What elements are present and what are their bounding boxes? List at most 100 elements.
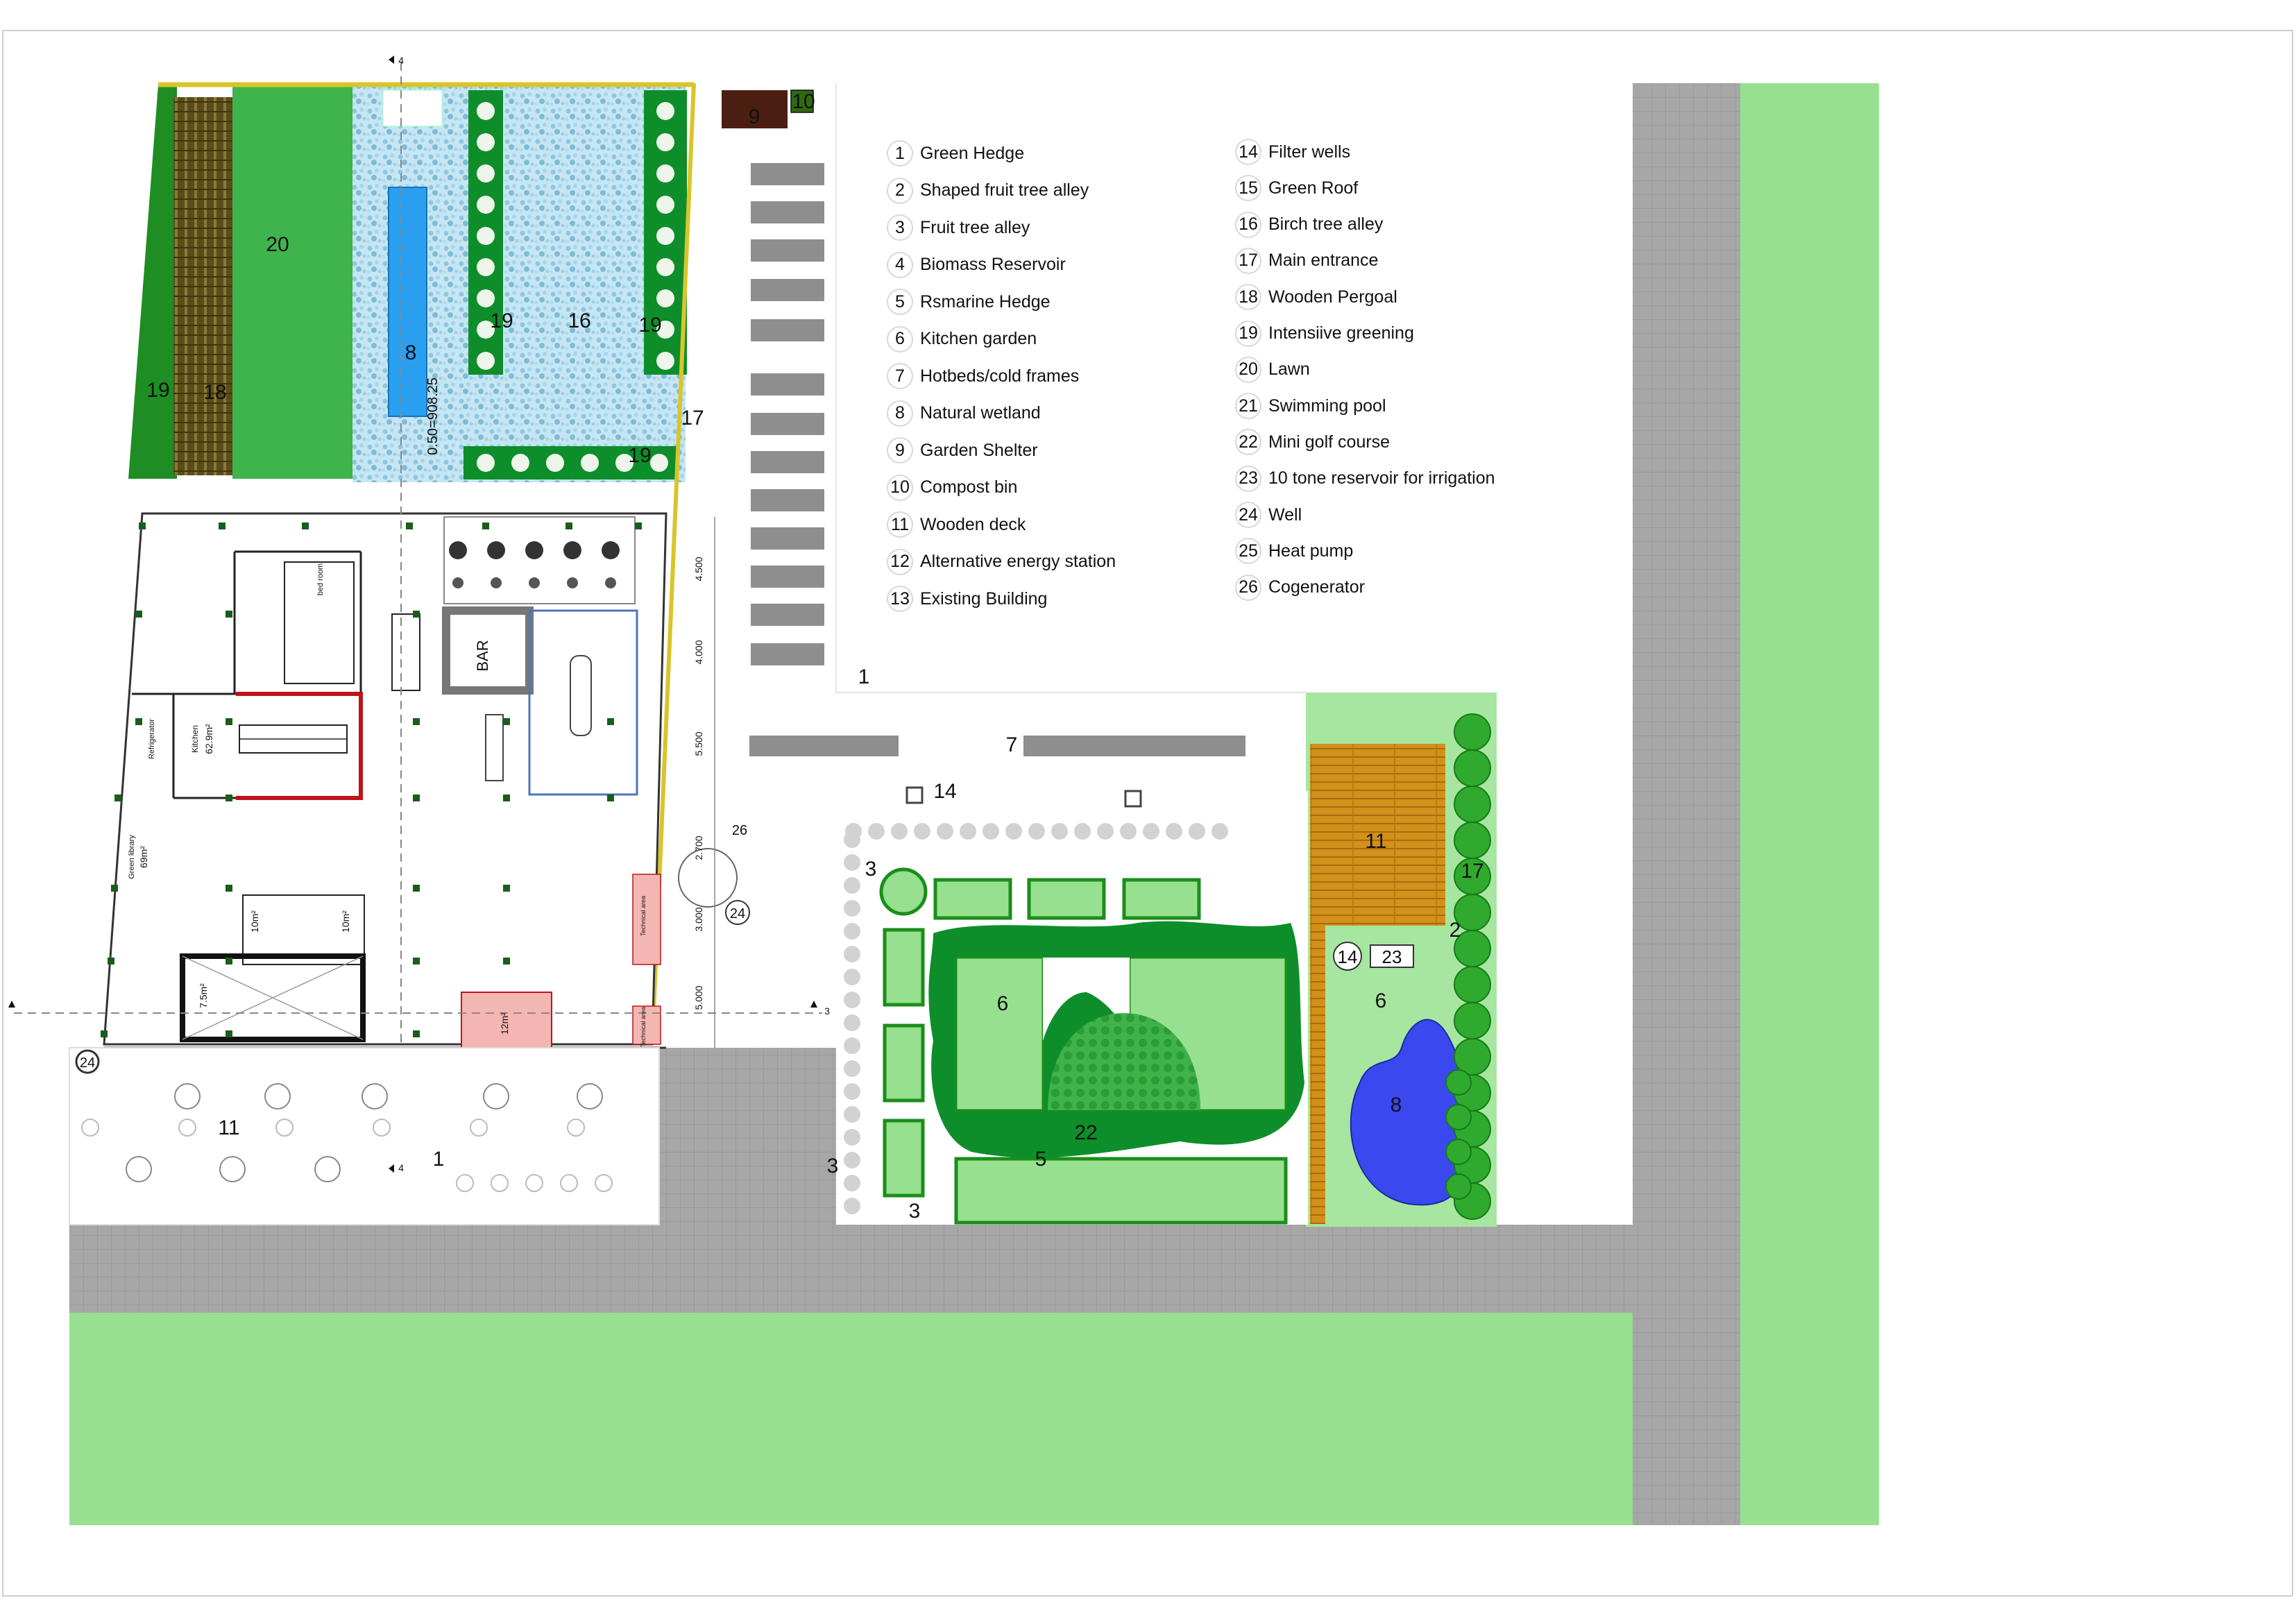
hotbed [751, 643, 824, 665]
column [607, 718, 614, 725]
dim-2: 4.000 [693, 640, 704, 664]
label-23: 23 [1382, 946, 1402, 967]
terrace-shrub [456, 1174, 474, 1192]
tree-circle [477, 133, 495, 151]
tree-circle [477, 454, 495, 472]
fruit-tree [891, 823, 908, 840]
legend-item: 21 Swimming pool [1235, 393, 1386, 420]
heat-pump [678, 848, 738, 908]
legend-number: 6 [887, 325, 913, 352]
room-bar: BAR [474, 640, 491, 671]
tree [1445, 1139, 1472, 1165]
tree [1454, 713, 1491, 751]
dim-5: 3.000 [693, 907, 704, 931]
tree [1445, 1173, 1472, 1200]
column [413, 718, 420, 725]
green-strip-3 [464, 446, 679, 479]
road-spur [659, 1048, 836, 1228]
terrace-table [126, 1156, 152, 1182]
cogen-unit [491, 577, 502, 588]
legend-number: 24 [1235, 502, 1261, 528]
hotbed [751, 163, 824, 185]
tree [1454, 749, 1491, 787]
column [503, 958, 510, 965]
hotbed [751, 373, 824, 396]
garden-shelter [722, 90, 788, 128]
column [413, 1030, 420, 1037]
label-22: 22 [1074, 1121, 1097, 1144]
well-circle-2 [75, 1049, 100, 1074]
room-technical2-area: 12m² [499, 1012, 510, 1035]
page-frame [2, 30, 2293, 1597]
hotbeds-column [751, 163, 824, 665]
fruit-tree [960, 823, 976, 840]
terrace-table [314, 1156, 341, 1182]
tree-circle [615, 454, 633, 472]
cogen-unit [525, 541, 543, 559]
terrace-table [362, 1083, 388, 1110]
label-3d: 3 [824, 1005, 830, 1017]
hotbed [751, 279, 824, 301]
hotbed [751, 201, 824, 223]
fruit-tree [1028, 823, 1045, 840]
label-4b: 4 [398, 1162, 404, 1173]
tree [1454, 1002, 1491, 1039]
filter-well-east [1333, 942, 1362, 971]
legend-label: Compost bin [920, 477, 1018, 497]
golf-path [1043, 958, 1130, 1041]
label-10: 10 [792, 90, 815, 113]
tree-circle [656, 164, 674, 182]
label-6a: 6 [997, 992, 1009, 1015]
label-3b: 3 [827, 1155, 839, 1178]
tree-circle [477, 227, 495, 245]
fruit-tree [844, 1175, 860, 1191]
label-11a: 11 [1365, 830, 1386, 853]
garden-bed-left [955, 956, 1044, 1112]
room-storage-area: 7.5m² [198, 983, 209, 1008]
terrace-shrub [373, 1119, 391, 1137]
legend-number: 20 [1235, 356, 1261, 383]
terrace-shrub [491, 1174, 509, 1192]
hedge-west-strip [128, 85, 177, 479]
legend-number: 12 [887, 548, 913, 575]
fruit-tree [844, 1037, 860, 1054]
dining-tables [485, 655, 592, 781]
fruit-tree [844, 1060, 860, 1077]
label-26: 26 [732, 823, 747, 838]
column [413, 794, 420, 801]
legend-number: 21 [1235, 393, 1261, 420]
legend-number: 18 [1235, 284, 1261, 311]
fruit-tree [1120, 823, 1137, 840]
legend-label: Biomass Reservoir [920, 255, 1066, 274]
label-19c: 19 [638, 314, 661, 337]
legend-item: 5 Rsmarine Hedge [887, 289, 1051, 315]
label-19d: 19 [628, 444, 651, 467]
column [114, 794, 121, 801]
legend-number: 3 [887, 214, 913, 241]
legend-label: Main entrance [1268, 250, 1379, 271]
legend-label: Swimming pool [1268, 396, 1386, 416]
pool-dimension: 0.50=908.25 [425, 377, 441, 455]
legend-label: Green Hedge [920, 143, 1025, 163]
hotbed [751, 413, 824, 435]
tree [1454, 822, 1491, 859]
fruit-tree [914, 823, 930, 840]
legend-number: 2 [887, 177, 913, 204]
column [302, 522, 309, 529]
column [101, 1030, 108, 1037]
terrace-shrub [178, 1119, 196, 1137]
legend-number: 23 [1235, 465, 1261, 492]
tree-circle [656, 196, 674, 214]
cogen-unit [449, 541, 467, 559]
label-20: 20 [266, 233, 289, 256]
label-8a: 8 [405, 341, 417, 364]
